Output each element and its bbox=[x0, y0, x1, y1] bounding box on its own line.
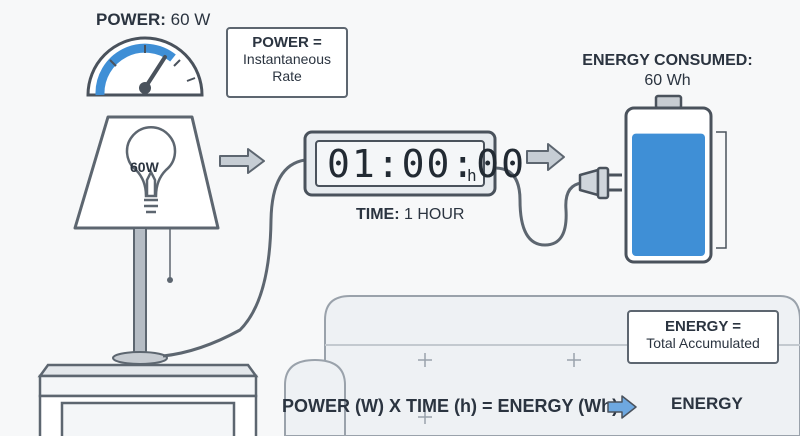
bulb-wattage-label: 60W bbox=[130, 159, 159, 175]
energy-definition-title: ENERGY = bbox=[664, 318, 741, 335]
timer-cord bbox=[494, 166, 583, 247]
power-definition-box: POWER = Instantaneous Rate bbox=[226, 27, 348, 98]
nightstand bbox=[37, 363, 259, 436]
power-gauge bbox=[86, 36, 204, 97]
energy-formula: POWER (W) X TIME (h) = ENERGY (Wh) bbox=[282, 396, 619, 416]
timer-digits: 01:00:00 bbox=[327, 142, 527, 186]
power-definition-line1: Instantaneous bbox=[243, 51, 331, 67]
energy-result-label: ENERGY bbox=[671, 394, 743, 413]
energy-definition-box: ENERGY = Total Accumulated bbox=[627, 310, 779, 364]
battery-icon bbox=[624, 94, 727, 264]
timer-display bbox=[303, 130, 497, 197]
energy-consumed-label: ENERGY CONSUMED: 60 Wh bbox=[580, 52, 755, 90]
power-key: POWER: bbox=[96, 10, 166, 29]
flow-arrow-icon bbox=[219, 148, 265, 174]
energy-consumed-title: ENERGY CONSUMED: bbox=[582, 52, 753, 69]
power-definition-title: POWER = bbox=[252, 34, 322, 51]
plug-icon bbox=[578, 166, 622, 200]
formula-arrow-icon bbox=[607, 395, 637, 419]
energy-definition-line1: Total Accumulated bbox=[646, 335, 760, 351]
time-key: TIME: bbox=[356, 206, 400, 223]
power-reading-label: POWER: 60 W bbox=[96, 10, 210, 30]
time-value: 1 HOUR bbox=[399, 206, 465, 223]
table-lamp bbox=[73, 115, 220, 365]
time-label: TIME: 1 HOUR bbox=[356, 206, 464, 224]
power-value: 60 W bbox=[165, 10, 211, 29]
gauge-needle bbox=[143, 55, 167, 90]
lamp-cord bbox=[162, 158, 306, 358]
energy-consumed-value: 60 Wh bbox=[644, 72, 691, 89]
power-definition-line2: Rate bbox=[272, 68, 302, 84]
battery-fill-level bbox=[632, 133, 705, 256]
flow-arrow-icon bbox=[526, 143, 565, 171]
timer-unit: h bbox=[467, 166, 477, 185]
light-bulb-icon bbox=[125, 126, 177, 214]
